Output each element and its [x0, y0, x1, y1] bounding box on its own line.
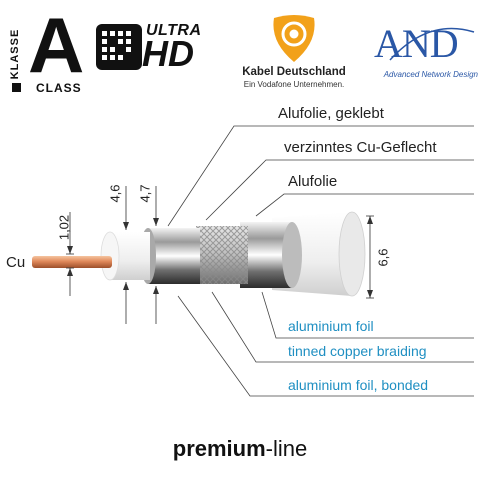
ultra-hd-logo: ULTRA HD — [96, 22, 228, 72]
leader-lines-top — [167, 125, 474, 227]
product-line-title: premium-line — [0, 436, 480, 462]
product-line-bold: premium — [172, 436, 266, 461]
dim-outer: 6,6 — [375, 248, 391, 267]
conductor-label: Cu — [6, 254, 26, 271]
klasse-square — [12, 83, 21, 92]
and-logo: AND Advanced Network Design — [360, 22, 478, 82]
kabel-deutschland-tagline: Ein Vodafone Unternehmen. — [243, 80, 345, 89]
klasse-letter-a: A — [28, 1, 85, 89]
ultra-hd-grid-icon — [96, 24, 142, 70]
product-line-rest: -line — [265, 436, 308, 461]
foil-end — [282, 222, 302, 288]
dimension-arrows — [67, 216, 373, 298]
leader-lines-bottom — [177, 291, 474, 397]
klasse-class-word: CLASS — [36, 81, 82, 95]
outer-jacket-end — [338, 211, 366, 297]
label-de-alufolie-geklebt: Alufolie, geklebt — [278, 105, 384, 122]
kabel-deutschland-icon — [273, 15, 315, 62]
and-swoosh-icon — [389, 27, 475, 61]
and-logo-tagline: Advanced Network Design — [383, 70, 478, 79]
dim-conductor: 1,02 — [56, 214, 72, 241]
label-en-aluminium-foil-bonded: aluminium foil, bonded — [288, 377, 429, 393]
copper-conductor — [32, 256, 112, 268]
kabel-deutschland-logo: Kabel Deutschland Ein Vodafone Unternehm… — [238, 14, 350, 94]
label-de-alufolie: Alufolie — [288, 173, 338, 190]
ultra-hd-bottom-text: HD — [142, 33, 194, 74]
klasse-a-class-logo: KLASSE A CLASS — [6, 6, 90, 96]
kabel-deutschland-name: Kabel Deutschland — [242, 66, 346, 78]
aluminium-foil-bonded — [148, 228, 200, 284]
label-en-tinned-copper-braiding: tinned copper braiding — [288, 343, 427, 359]
label-en-aluminium-foil: aluminium foil — [288, 318, 374, 334]
label-de-cu-geflecht: verzinntes Cu-Geflecht — [284, 139, 437, 156]
dim-dielectric: 4,6 — [107, 184, 123, 203]
dim-foil: 4,7 — [137, 184, 153, 203]
ultra-hd-top-text: ULTRA — [146, 22, 202, 39]
